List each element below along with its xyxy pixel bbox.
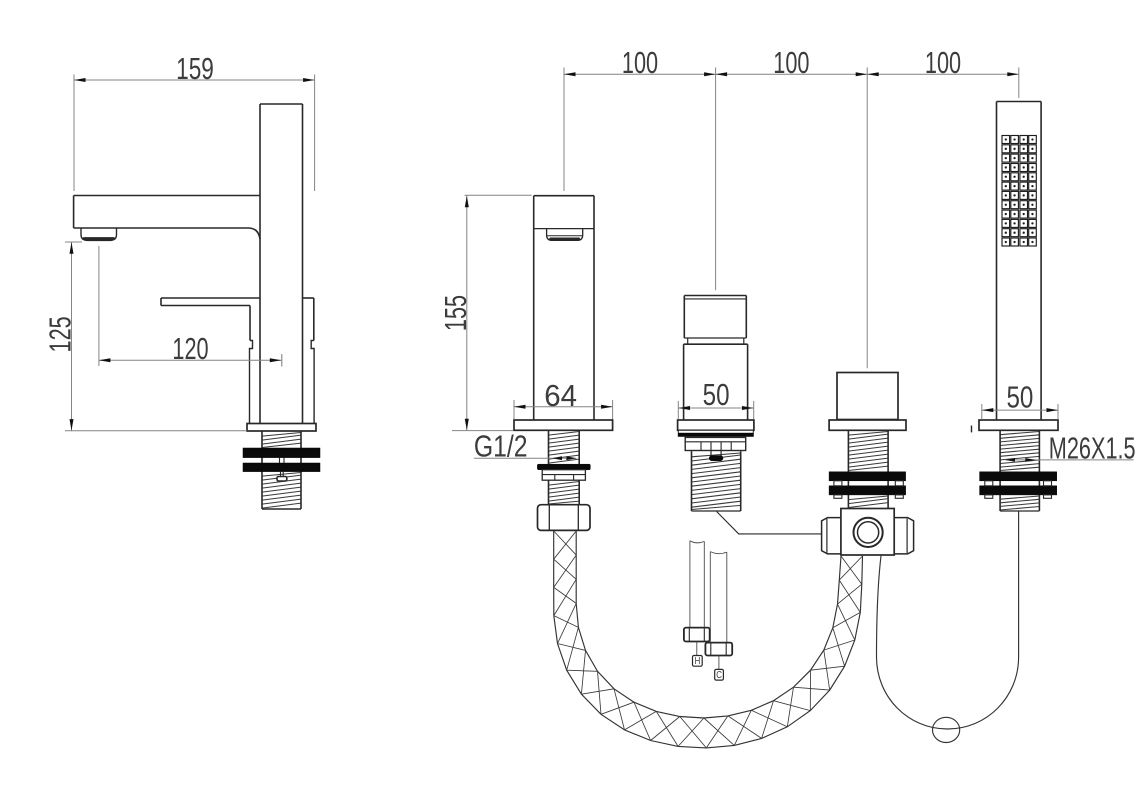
svg-text:H: H	[695, 655, 701, 666]
svg-text:155: 155	[438, 295, 473, 331]
svg-text:159: 159	[176, 50, 214, 85]
svg-text:50: 50	[703, 377, 730, 412]
svg-text:100: 100	[773, 45, 809, 80]
svg-text:100: 100	[925, 45, 961, 80]
svg-text:G1/2: G1/2	[474, 429, 528, 463]
svg-text:50: 50	[1006, 380, 1033, 415]
svg-text:100: 100	[622, 45, 658, 80]
svg-text:125: 125	[43, 316, 78, 352]
svg-text:C: C	[716, 669, 722, 680]
svg-text:64: 64	[544, 379, 577, 413]
svg-text:M26X1.5: M26X1.5	[1049, 431, 1136, 466]
svg-text:120: 120	[172, 331, 208, 366]
